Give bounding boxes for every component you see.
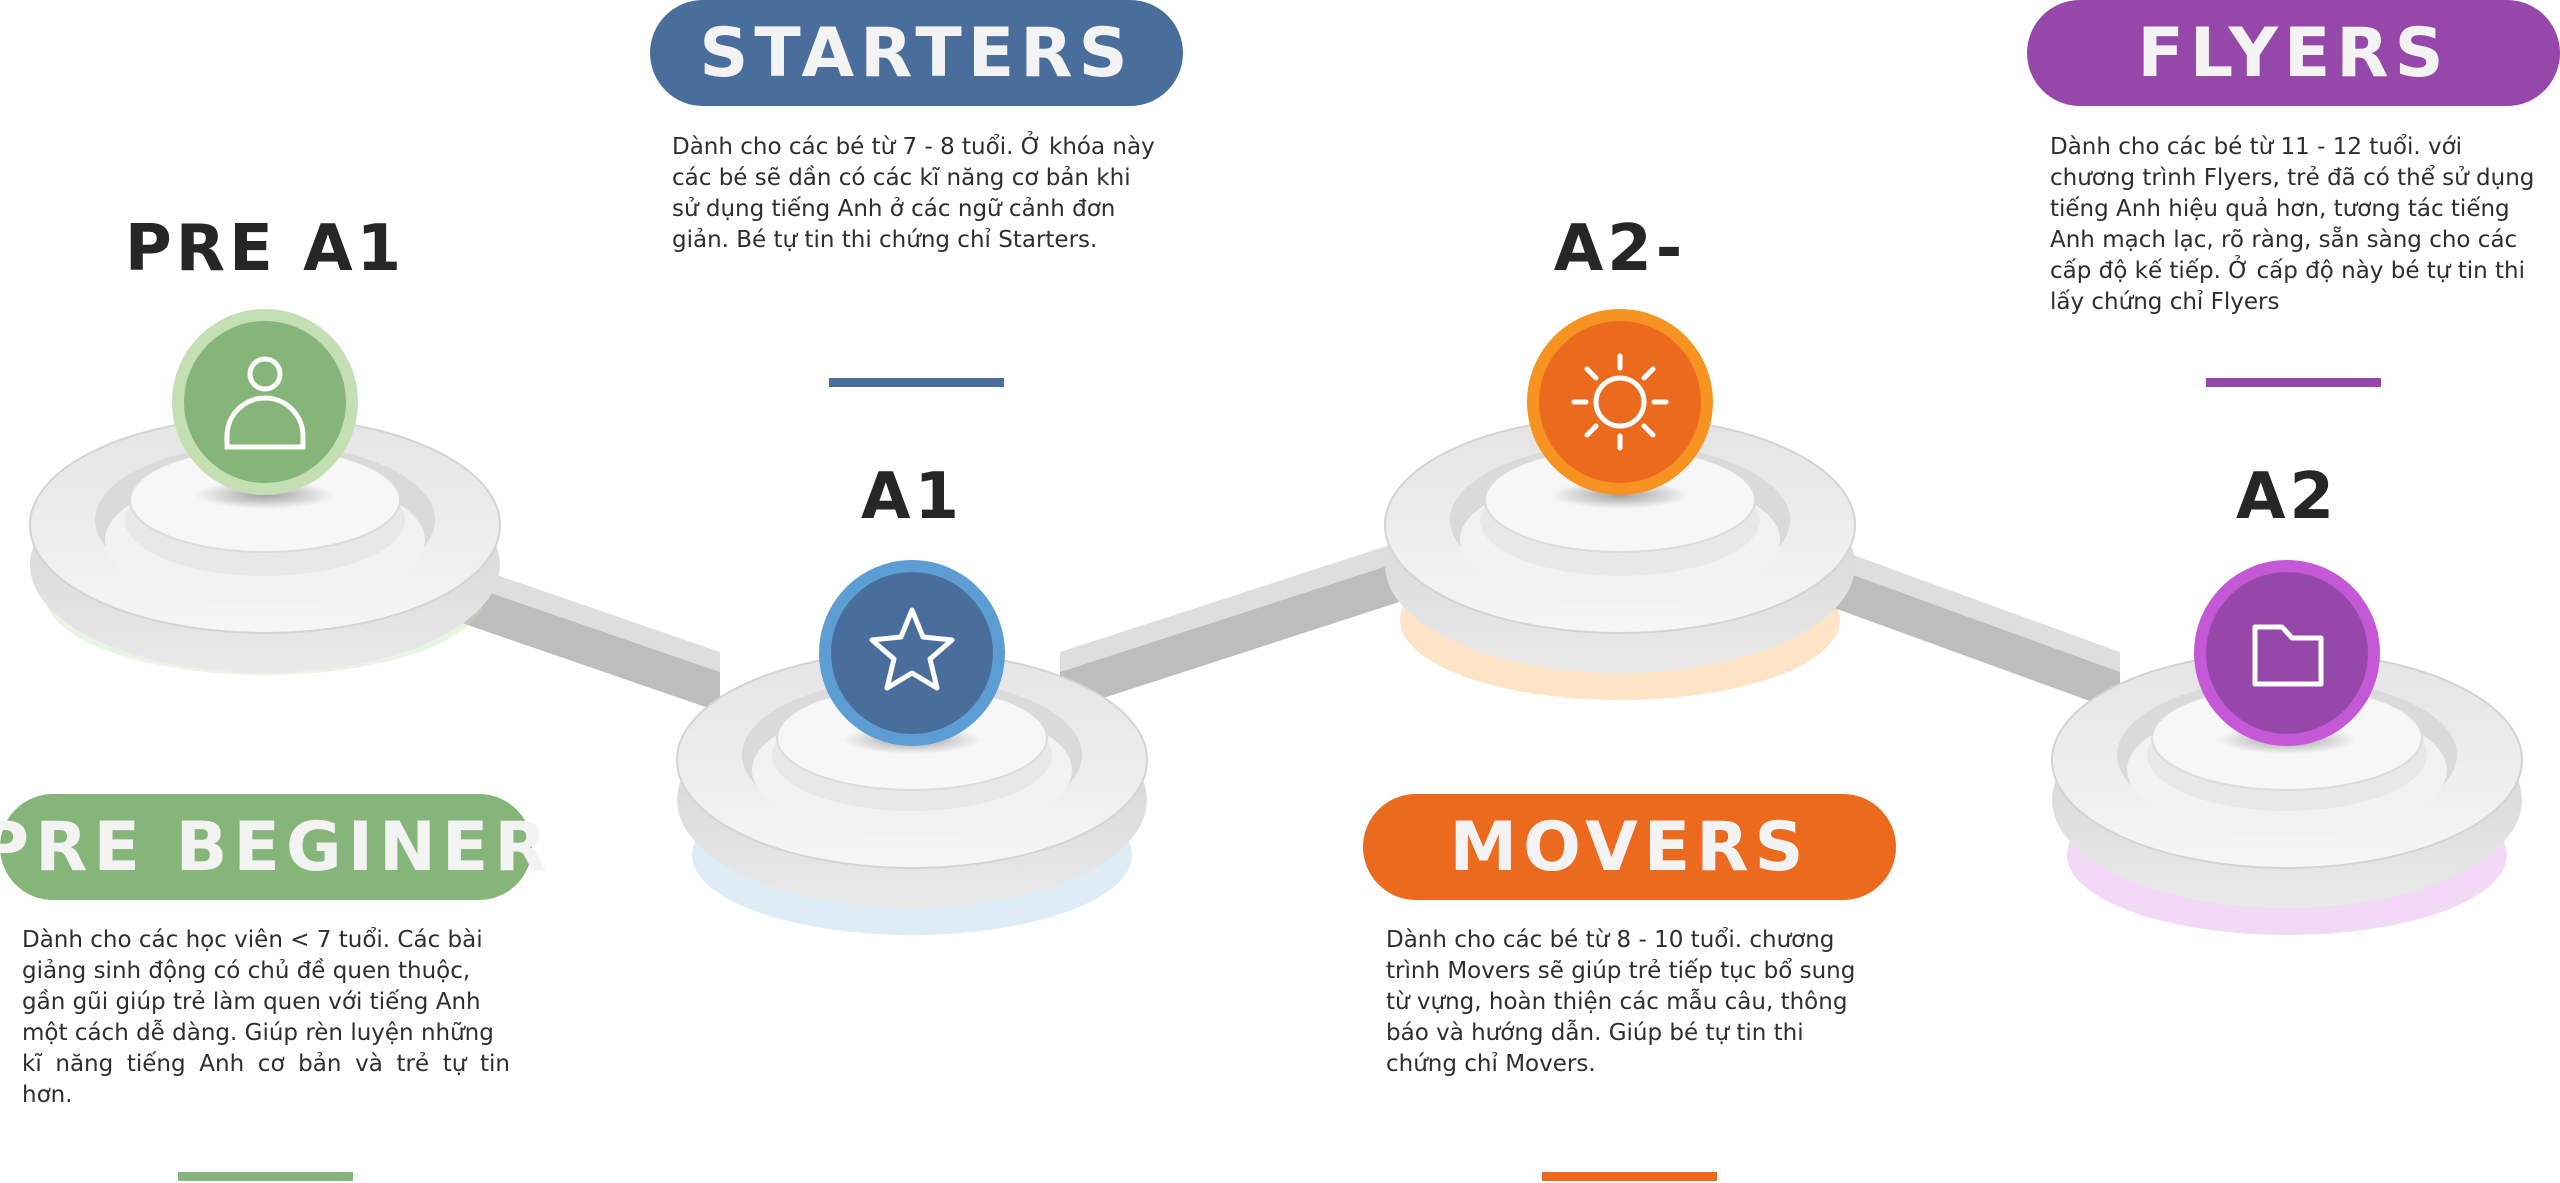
ring-a2-minus [1384,416,1856,700]
level-label-a1: A1 [860,460,964,534]
ring-pre-a1 [29,416,501,675]
desc-line: Anh mạch lạc, rõ ràng, sẵn sàng cho các [2050,227,2518,253]
star-icon [869,607,955,691]
desc-line: Dành cho các bé từ 7 - 8 tuổi. Ở khóa nà… [672,134,1155,160]
accent-line-flyers [2206,378,2381,387]
desc-line: chứng chỉ Movers. [1386,1051,1596,1077]
ball-a2-minus [1527,309,1713,495]
desc-line: gần gũi giúp trẻ làm quen với tiếng Anh [22,989,481,1015]
desc-line: kĩ năng tiếng Anh cơ bản và trẻ tự tin h… [22,1051,510,1108]
ring-a1 [676,651,1148,935]
desc-line: Dành cho các học viên < 7 tuổi. Các bài [22,927,483,953]
desc-line: trình Movers sẽ giúp trẻ tiếp tục bổ sun… [1386,958,1856,984]
desc-line: báo và hướng dẫn. Giúp bé tự tin thi [1386,1020,1804,1046]
sun-icon [1571,353,1669,451]
desc-line: giảng sinh động có chủ đề quen thuộc, [22,958,471,984]
program-desc-starters: Dành cho các bé từ 7 - 8 tuổi. Ở khóa nà… [672,132,1162,256]
desc-line: một cách dễ dàng. Giúp rèn luyện những [22,1020,494,1046]
desc-line: tiếng Anh hiệu quả hơn, tương tác tiếng [2050,196,2510,222]
program-title-flyers: FLYERS [2027,0,2560,106]
program-title-pre-beginer: PRE BEGINER [0,794,547,900]
connector-2 [1060,532,1430,712]
desc-line: cấp độ kế tiếp. Ở cấp độ này bé tự tin t… [2050,258,2525,284]
desc-line: các bé sẽ dần có các kĩ năng cơ bản khi [672,165,1131,191]
desc-line: Dành cho các bé từ 8 - 10 tuổi. chương [1386,927,1835,953]
program-desc-flyers: Dành cho các bé từ 11 - 12 tuổi. với chư… [2050,132,2538,318]
desc-line: Dành cho các bé từ 11 - 12 tuổi. với [2050,134,2463,160]
desc-line: sử dụng tiếng Anh ở các ngữ cảnh đơn [672,196,1116,222]
connector-3 [1790,532,2120,712]
desc-line: giản. Bé tự tin thi chứng chỉ Starters. [672,227,1098,253]
desc-line: chương trình Flyers, trẻ đã có thể sử dụ… [2050,165,2535,191]
ball-a1 [819,560,1005,746]
program-desc-pre-beginer: Dành cho các học viên < 7 tuổi. Các bài … [22,925,510,1111]
accent-line-movers [1542,1172,1717,1181]
level-label-a2-minus: A2- [1553,212,1687,286]
level-label-pre-a1: PRE A1 [124,212,406,286]
accent-line-starters [829,378,1004,387]
connector-1 [430,552,720,712]
program-title-starters: STARTERS [650,0,1183,106]
ball-pre-a1 [172,309,358,495]
desc-line: lấy chứng chỉ Flyers [2050,289,2280,315]
level-label-a2: A2 [2235,460,2339,534]
accent-line-pre-beginer [178,1172,353,1181]
program-desc-movers: Dành cho các bé từ 8 - 10 tuổi. chương t… [1386,925,1886,1080]
desc-line: từ vựng, hoàn thiện các mẫu câu, thông [1386,989,1848,1015]
folder-icon [2252,624,2324,687]
ring-a2 [2051,651,2523,935]
ball-a2 [2194,560,2380,746]
person-icon [224,356,306,450]
program-title-movers: MOVERS [1363,794,1896,900]
